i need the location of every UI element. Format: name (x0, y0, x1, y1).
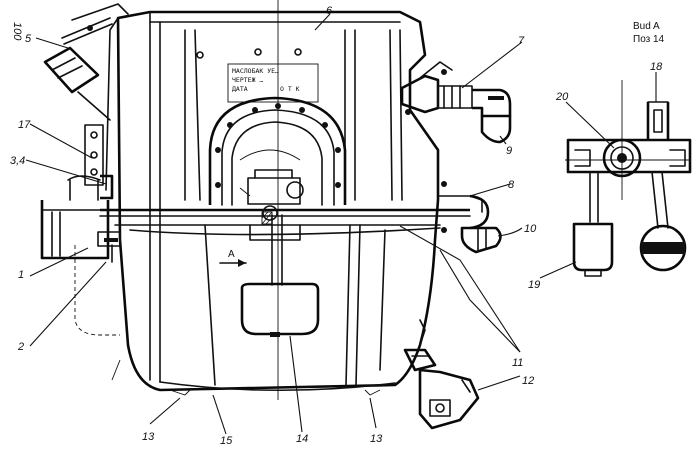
right-lower-fitting (437, 181, 502, 254)
callout-18: 18 (650, 61, 663, 73)
oil-tank (74, 0, 471, 400)
right-upper-fitting (400, 61, 512, 144)
callout-15: 15 (220, 435, 233, 447)
callout-11: 11 (512, 357, 523, 369)
callout-10: 10 (524, 223, 537, 235)
nameplate-line-1: МАСЛОБАК УЕ… (232, 67, 279, 75)
left-bracket (84, 124, 114, 200)
view-title: Bud A (633, 21, 660, 32)
callout-19: 19 (528, 279, 540, 291)
callout-6: 6 (326, 5, 333, 17)
callout-20: 20 (555, 91, 569, 103)
callout-numbers: 1 2 3,4 5 6 7 8 9 10 11 12 13 13 14 15 1… (10, 5, 663, 447)
callout-13-right: 13 (370, 433, 383, 445)
page-number: 100 (11, 22, 23, 41)
nameplate-line-2: ЧЕРТЕЖ … (232, 76, 263, 84)
nameplate-line-4: О Т К (280, 85, 300, 93)
callout-14: 14 (296, 433, 308, 445)
callout-1: 1 (18, 269, 24, 281)
direction-arrow: A (219, 249, 247, 267)
filler-cap (43, 3, 129, 121)
view-subtitle: Поз 14 (633, 34, 665, 45)
callout-8: 8 (508, 179, 515, 191)
callout-12: 12 (522, 375, 534, 387)
callout-9: 9 (506, 145, 512, 157)
detail-view-a: Bud A Поз 14 (565, 21, 692, 277)
callout-3-4: 3,4 (10, 155, 25, 167)
callout-13-left: 13 (142, 431, 155, 443)
direction-label: A (228, 249, 235, 260)
leader-lines (25, 13, 657, 435)
callout-7: 7 (518, 35, 525, 47)
float-assembly (240, 214, 320, 337)
callout-5: 5 (25, 33, 32, 45)
inspection-hatch (208, 96, 347, 221)
nameplate-line-3: ДАТА (232, 85, 248, 93)
nameplate: МАСЛОБАК УЕ… ЧЕРТЕЖ … ДАТА О Т К (227, 63, 319, 103)
callout-17: 17 (18, 119, 31, 131)
callout-2: 2 (17, 341, 24, 353)
drain-valve (403, 319, 480, 430)
inlet-pipe (40, 175, 121, 263)
